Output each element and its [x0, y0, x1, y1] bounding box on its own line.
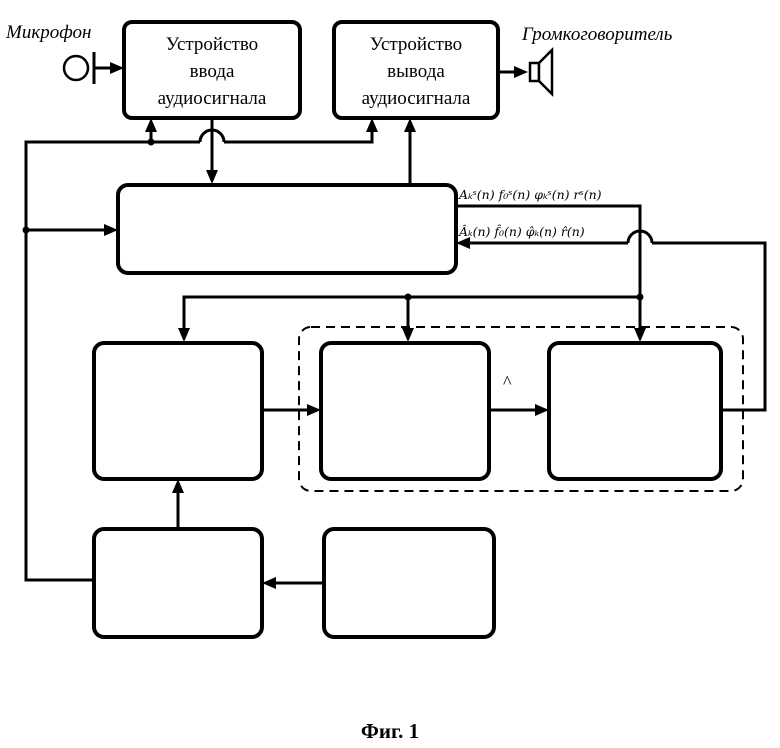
- input-to-main-arrow: [206, 118, 218, 184]
- estimation-internal-arrow: [489, 404, 549, 416]
- main-to-output-arrow: [404, 118, 416, 185]
- audio-output-label-line-3: аудиосигнала: [362, 88, 471, 109]
- estimation-block-1: [321, 343, 489, 479]
- analysis-block: [94, 343, 262, 479]
- output-to-speaker-arrow: [498, 66, 528, 78]
- figure-caption: Фиг. 1: [361, 719, 419, 743]
- control-block: [324, 529, 494, 637]
- source-block: [94, 529, 262, 637]
- speaker-icon: [530, 50, 552, 94]
- source-to-analysis-arrow: [172, 479, 184, 529]
- hat-mark: ^: [503, 372, 512, 392]
- audio-output-device-block: Устройство вывода аудиосигнала: [334, 22, 498, 118]
- estimated-params-label: Âₖ(n) f̂₀(n) φ̂ₖ(n) r̂(n): [458, 223, 585, 239]
- speaker-label: Громкоговоритель: [521, 24, 673, 45]
- analysis-to-estimation-arrow: [262, 404, 321, 416]
- audio-output-label-line-1: Устройство: [370, 34, 462, 55]
- mic-to-input-arrow: [94, 62, 124, 74]
- synth-params-label: Aₖˢ(n) f₀ˢ(n) φₖˢ(n) rˢ(n): [458, 187, 602, 202]
- main-processing-block: [118, 185, 456, 273]
- estimation-block-2: [549, 343, 721, 479]
- microphone-icon: [64, 52, 94, 84]
- microphone-label: Микрофон: [5, 22, 91, 43]
- control-to-source-arrow: [262, 577, 324, 589]
- audio-output-label-line-2: вывода: [387, 61, 445, 82]
- audio-input-device-block: Устройство ввода аудиосигнала: [124, 22, 300, 118]
- audio-input-label-line-1: Устройство: [166, 34, 258, 55]
- audio-input-label-line-3: аудиосигнала: [158, 88, 267, 109]
- audio-input-label-line-2: ввода: [190, 61, 235, 82]
